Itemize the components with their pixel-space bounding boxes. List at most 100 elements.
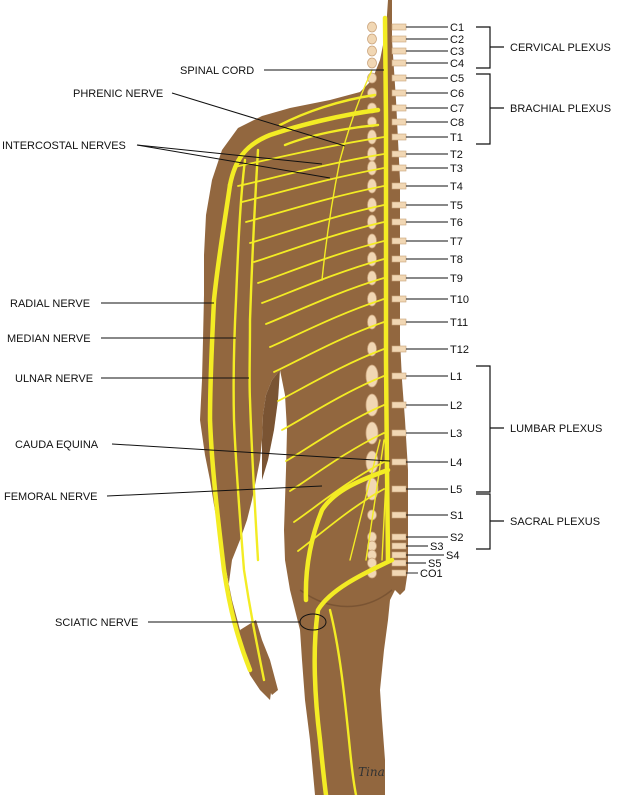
artist-signature: Tina: [358, 765, 385, 779]
transverse-process-t9: [391, 274, 407, 282]
level-label-c1: C1: [450, 22, 464, 34]
intercostal-leader-1: [136, 144, 323, 165]
level-label-t6: T6: [450, 217, 463, 229]
level-label-l3: L3: [450, 428, 462, 440]
intercostal-nerve-l4: [293, 461, 385, 523]
transverse-process-c8: [391, 118, 407, 126]
brachial-branch-b: [283, 123, 380, 147]
intercostal-nerve-t11: [273, 321, 385, 373]
transverse-process-t5: [391, 201, 407, 209]
level-label-s3: S3: [430, 541, 443, 553]
phrenic-nerve-label: PHRENIC NERVE: [73, 88, 163, 100]
transverse-process-l1: [391, 372, 407, 380]
transverse-process-c7: [391, 104, 407, 112]
transverse-process-c6: [391, 89, 407, 97]
intercostal-nerve-t9: [265, 277, 385, 325]
vertebra-c4: [367, 57, 377, 69]
vertebra-t6: [367, 214, 377, 230]
lumbar-bracket: [476, 365, 504, 493]
level-label-l2: L2: [450, 400, 462, 412]
cauda-equina-leader: [111, 443, 391, 462]
level-label-co1: CO1: [420, 568, 443, 580]
ulnar-nerve-label: ULNAR NERVE: [15, 373, 93, 385]
sacral-bracket: [476, 493, 504, 550]
level-label-l1: L1: [450, 371, 462, 383]
level-label-t12: T12: [450, 344, 469, 356]
level-label-c6: C6: [450, 88, 464, 100]
transverse-process-co1: [391, 569, 407, 577]
transverse-process-t11: [391, 318, 407, 326]
transverse-process-s4: [391, 551, 407, 559]
level-label-l4: L4: [450, 457, 462, 469]
intercostal-nerves-label: INTERCOSTAL NERVES: [2, 140, 126, 152]
cauda-equina-label: CAUDA EQUINA: [15, 439, 99, 451]
phrenic-nerve-line: [321, 69, 373, 281]
level-label-t9: T9: [450, 273, 463, 285]
segmental-nerves: [233, 136, 385, 552]
level-label-t1: T1: [450, 132, 463, 144]
cervical-plexus-label: CERVICAL PLEXUS: [510, 42, 611, 54]
sciatic-nerve-label: SCIATIC NERVE: [55, 617, 138, 629]
transverse-process-c5: [391, 74, 407, 82]
transverse-process-s5: [391, 559, 407, 567]
vertebra-l1: [365, 364, 379, 388]
femoral-nerve-label: FEMORAL NERVE: [4, 491, 98, 503]
level-label-t2: T2: [450, 149, 463, 161]
transverse-process-s2: [391, 533, 407, 541]
level-label-t7: T7: [450, 236, 463, 248]
intercostal-nerve-l2: [285, 404, 385, 462]
transverse-process-c3: [391, 47, 407, 55]
intercostal-nerve-t4: [245, 185, 385, 223]
level-label-s2: S2: [450, 532, 463, 544]
sacral-plexus-label: SACRAL PLEXUS: [510, 516, 600, 528]
femoral-nerve-leader: [106, 485, 323, 497]
transverse-process-t8: [391, 255, 407, 263]
femoral-nerve-line: [303, 467, 391, 603]
phrenic-nerve-leader: [171, 92, 346, 147]
median-nerve-label: MEDIAN NERVE: [7, 333, 91, 345]
transverse-process-t10: [391, 295, 407, 303]
gluteal-fold: [299, 589, 393, 608]
level-label-s1: S1: [450, 510, 463, 522]
spinal-cord-label: SPINAL CORD: [180, 65, 254, 77]
spinal-level-labels: C1C2C3C4C5C6C7C8T1T2T3T4T5T6T7T8T9T10T11…: [406, 22, 469, 580]
brachial-branch-a: [278, 93, 377, 127]
level-label-t4: T4: [450, 181, 463, 193]
nerve-labels: SPINAL CORD PHRENIC NERVE INTERCOSTAL NE…: [2, 65, 391, 631]
vertebra-t5: [367, 197, 377, 213]
transverse-process-s3: [391, 542, 407, 550]
transverse-process-t1: [391, 133, 407, 141]
radial-nerve-label: RADIAL NERVE: [10, 298, 90, 310]
transverse-process-c2: [391, 35, 407, 43]
vertebra-t4: [367, 178, 377, 194]
intercostal-nerve-t6: [253, 221, 385, 263]
level-label-c5: C5: [450, 73, 464, 85]
level-label-c3: C3: [450, 46, 464, 58]
intercostal-nerve-t3: [241, 167, 385, 203]
lumbar-plexus-label: LUMBAR PLEXUS: [510, 423, 602, 435]
nerves: [207, 15, 395, 795]
vertebra-t1: [367, 129, 377, 145]
transverse-process-t7: [391, 237, 407, 245]
level-label-l5: L5: [450, 484, 462, 496]
intercostal-nerve-t7: [257, 240, 385, 284]
brachial-plexus-nerve: [227, 107, 381, 188]
transverse-process-l3: [391, 429, 407, 437]
intercostal-nerve-t5: [249, 204, 385, 244]
level-label-c2: C2: [450, 34, 464, 46]
intercostal-nerve-t12: [277, 348, 385, 402]
intercostal-nerve-t10: [269, 298, 385, 348]
sciatic-nerve-circle: [299, 613, 327, 631]
transverse-process-l5: [391, 485, 407, 493]
transverse-process-c4: [391, 59, 407, 67]
level-label-t8: T8: [450, 254, 463, 266]
spinal-cord: [382, 15, 391, 563]
level-label-t5: T5: [450, 200, 463, 212]
vertebra-l2: [365, 393, 379, 417]
radial-nerve-line: [207, 182, 253, 673]
vertebra-l3: [365, 421, 379, 445]
arm-gap-shadow: [262, 370, 280, 480]
level-label-c8: C8: [450, 117, 464, 129]
transverse-process-t6: [391, 218, 407, 226]
